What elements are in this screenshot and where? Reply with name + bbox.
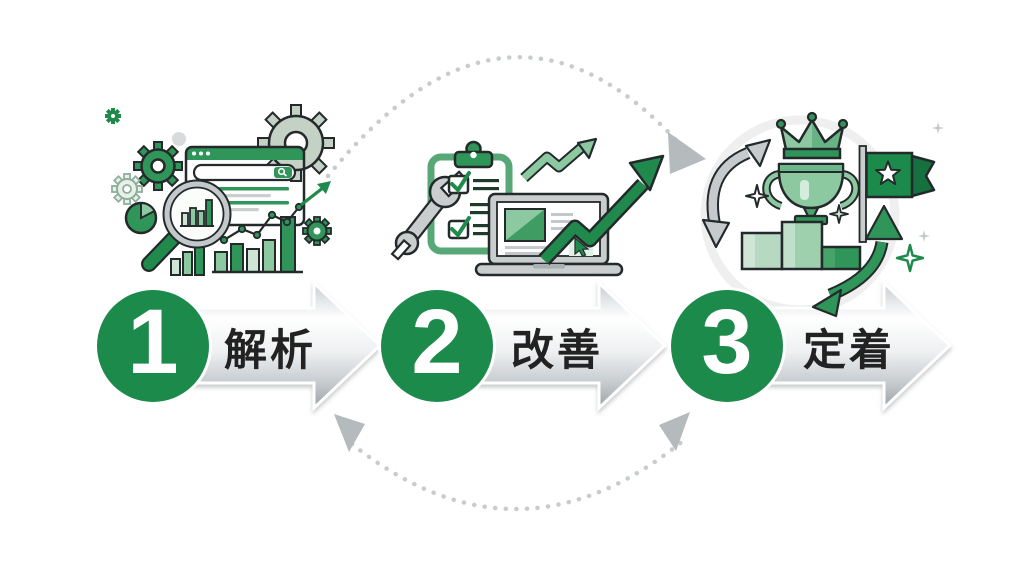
dotted-arc-top (325, 54, 679, 179)
arc-arrowhead-icon (334, 414, 365, 452)
step-arrows-layer (164, 279, 953, 412)
achievement-illustration (701, 111, 944, 318)
arc-arrowhead-icon (668, 132, 706, 174)
lens-bar-chart-icon (180, 199, 214, 227)
gear-icon (133, 141, 183, 191)
checkbox-icon (450, 171, 471, 194)
cycle-arrow-green-icon (811, 204, 904, 318)
magnifier-icon (141, 179, 232, 272)
line-chart-icon (219, 181, 331, 245)
improvement-illustration (390, 137, 665, 277)
dotted-arc-bottom (349, 437, 687, 512)
flag-icon (858, 145, 936, 243)
trend-arrow-icon (300, 185, 325, 207)
search-bar-icon (192, 163, 297, 182)
arc-arrowhead-icon (659, 412, 690, 451)
checkbox-icon (450, 216, 471, 239)
analysis-illustration (105, 104, 335, 276)
gear-icon (111, 173, 143, 205)
cycle-arrow-gray-icon (701, 138, 772, 249)
sparkle-icon (745, 122, 944, 273)
star-icon (875, 160, 901, 186)
gear-icon (105, 108, 121, 124)
laptop-icon (474, 192, 624, 277)
growth-arrow-light-icon (520, 137, 598, 183)
podium-icon (740, 220, 862, 271)
step-label-analysis: 解析 (224, 327, 316, 375)
step-label-retention: 定着 (803, 327, 895, 375)
step-number: 1 (127, 291, 179, 393)
bar-chart-icon (212, 216, 303, 274)
step-number: 2 (411, 291, 463, 393)
step-number: 3 (701, 291, 753, 393)
crown-icon (775, 111, 849, 160)
screen-image-icon (504, 208, 546, 242)
step-label-improvement: 改善 (511, 327, 603, 375)
step-circle-1: 1 (97, 290, 209, 402)
step-circle-3: 3 (671, 290, 783, 402)
checklist-rows (447, 171, 499, 240)
step-circle-2: 2 (381, 290, 493, 402)
gear-icon (302, 216, 332, 246)
pie-chart-icon (124, 201, 158, 235)
decorative-dot (172, 132, 186, 146)
growth-arrow-dark-icon (538, 154, 665, 266)
cursor-icon (574, 236, 590, 258)
